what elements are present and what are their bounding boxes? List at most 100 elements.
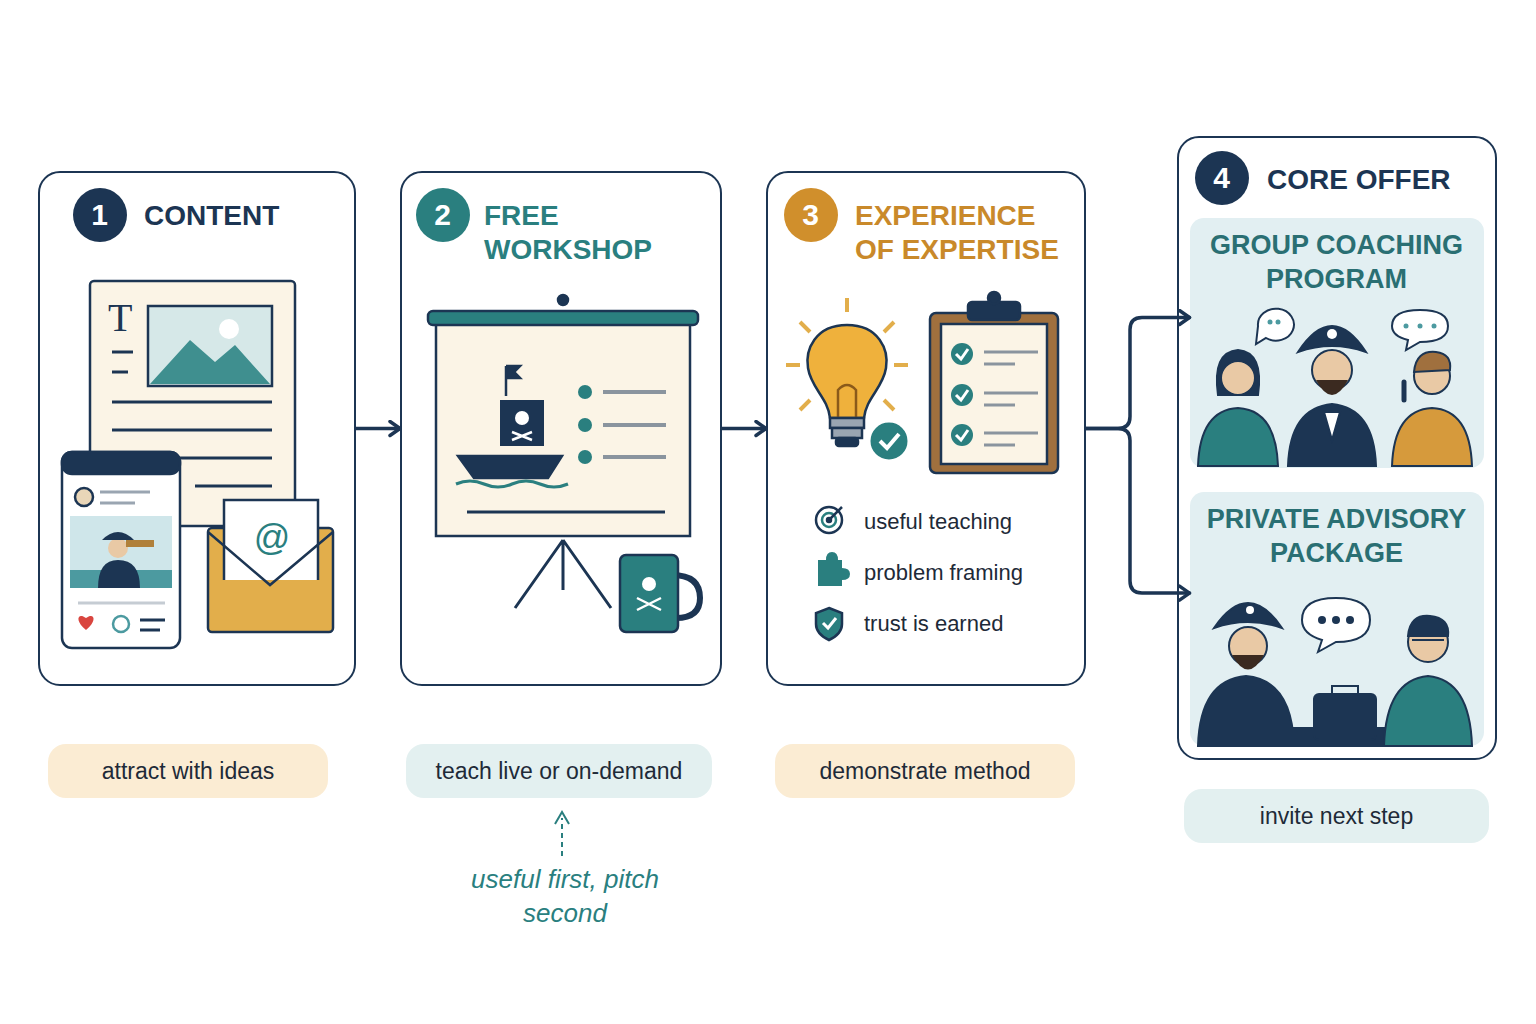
advisory-people [1384,676,1472,746]
presentation-screen [512,432,532,440]
presentation-screen [515,411,529,425]
step-number: 2 [434,200,451,230]
lightbulb-icon [830,418,864,428]
phone-icon [140,620,165,630]
step-box: CORE OFFER 4GROUP COACHING PROGRAM PRIVATE… [1177,136,1497,760]
presentation-screen [500,400,544,446]
group-people [1298,326,1366,352]
group-people [1392,310,1448,350]
caption-pill: attract with ideas [48,744,328,798]
flow-arrow [356,427,400,431]
null [1432,324,1437,329]
offer-heading: PRIVATE ADVISORY PACKAGE [1198,502,1476,570]
step-box: CONTENT 1 [38,171,356,686]
phone-icon [62,452,180,648]
advisory-people [1198,598,1472,746]
step-number-circle: 1 [73,188,127,242]
group-people [1198,309,1472,466]
mug-icon [642,577,656,591]
advisory-people [1332,686,1358,694]
note-leader [561,818,563,856]
phone-icon [100,492,150,503]
step-heading: CONTENT [144,199,349,233]
phone-icon [78,602,165,605]
envelope-icon [208,500,333,632]
note-leader [555,812,569,856]
step-heading: EXPERIENCE OF EXPERTISE [855,199,1080,267]
step-number: 4 [1213,163,1230,193]
null [951,343,973,365]
phone-icon [98,560,140,588]
advisory-people [1412,639,1444,641]
offer-heading: GROUP COACHING PROGRAM [1198,228,1476,296]
document-icon [150,340,270,384]
group-people [1256,309,1294,344]
lightbulb-icon [838,385,856,418]
list-icons [823,618,836,628]
null [1268,320,1273,325]
presentation-screen [515,540,611,608]
presentation-screen [436,324,690,536]
list-icons [816,608,842,640]
null [951,424,973,446]
null [1276,320,1281,325]
lightbulb-icon [869,421,909,461]
null [1418,324,1423,329]
presentation-screen [603,392,666,457]
lightbulb-icon [786,298,909,461]
phone-icon [113,616,129,632]
presentation-screen [458,456,562,478]
lightbulb-icon [807,325,886,418]
advisory-people [1408,616,1448,636]
step-box: FREE WORKSHOP 2 [400,171,722,686]
list-icons [816,507,842,533]
flow-arrow [722,427,766,431]
group-people [1221,361,1255,395]
list-icons [816,507,850,640]
null [951,343,973,446]
caption-pill: invite next step [1184,789,1489,843]
clipboard-icon [956,349,968,440]
step-number: 3 [802,200,819,230]
note-leader [555,812,569,824]
pill-text: attract with ideas [102,758,275,785]
null [578,450,592,464]
phone-icon [75,488,93,506]
step-heading: FREE WORKSHOP [484,199,718,267]
flow-arrow [1086,429,1190,594]
step-number-circle: 3 [784,188,838,242]
step-box: EXPERIENCE OF EXPERTISEuseful teachingpr… [766,171,1086,686]
list-icons [818,552,850,586]
clipboard-icon [930,313,1058,473]
step-heading: CORE OFFER [1267,163,1492,197]
group-people [1327,329,1337,339]
null [578,385,592,399]
lightbulb-icon [832,428,862,438]
null [578,418,592,432]
document-icon [148,306,272,386]
list-icons [829,507,842,520]
document-glyph: T [108,296,148,340]
presentation-screen [506,366,520,396]
panel-fill [1190,492,1484,746]
null [1332,616,1340,624]
margin-note: useful first, pitch second [460,862,670,930]
step-number-circle: 4 [1195,151,1249,205]
group-people [1402,382,1407,400]
phone-icon [126,540,154,547]
clipboard-icon [930,292,1058,473]
panel-fill [1190,218,1484,746]
mug-icon [620,555,700,632]
mug-icon [637,598,661,610]
offer-panel: PRIVATE ADVISORY PACKAGE [1190,492,1484,746]
step-number: 1 [91,200,108,230]
phone-icon [62,452,180,474]
presentation-screen [467,511,665,514]
phone-icon [70,516,172,588]
email-glyph: @ [250,518,294,558]
caption-pill: teach live or on-demand [406,744,712,798]
phone-icon [78,616,93,630]
pill-text: demonstrate method [820,758,1031,785]
null [1346,616,1354,624]
method-item: useful teaching [864,508,1012,536]
